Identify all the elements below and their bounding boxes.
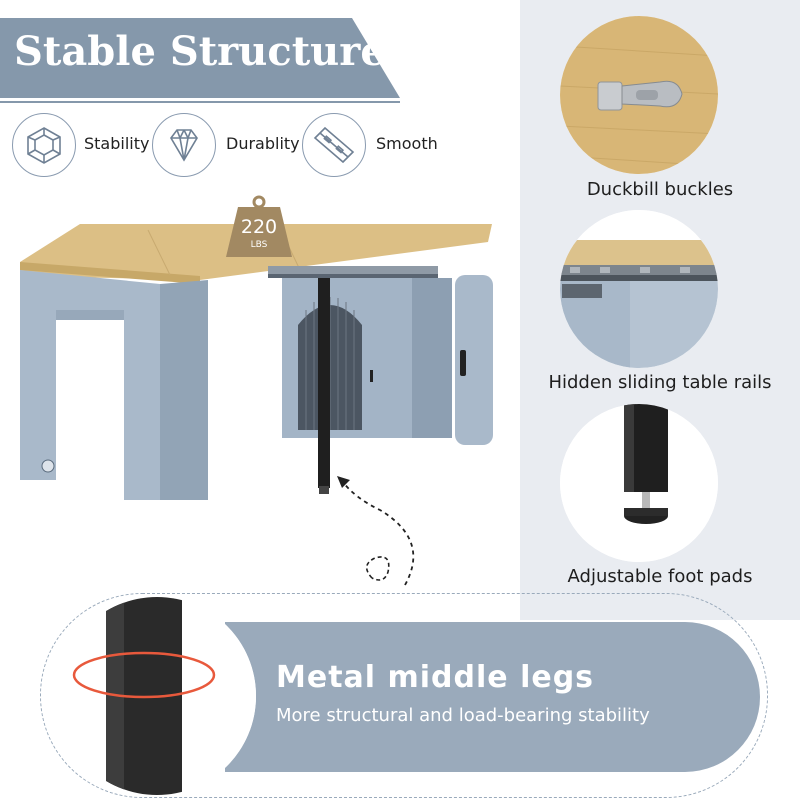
feature-label-durability: Durablity <box>226 134 300 153</box>
detail-caption-rails: Hidden sliding table rails <box>548 372 772 393</box>
detail-caption-foot-pads: Adjustable foot pads <box>567 566 753 587</box>
sliding-rails-image <box>560 210 718 368</box>
metal-leg-image <box>58 597 256 795</box>
banner-title: Metal middle legs <box>276 660 595 695</box>
page-title: Stable Structure <box>14 28 386 75</box>
banner-dashed-outline <box>40 593 768 798</box>
cube-icon <box>12 113 76 177</box>
foot-pad-image <box>560 404 718 562</box>
feature-label-smooth: Smooth <box>376 134 438 153</box>
slide-rail-icon <box>302 113 366 177</box>
title-underline <box>0 101 400 103</box>
bottom-banner <box>225 622 760 772</box>
weight-capacity-value: 220 <box>240 216 278 238</box>
detail-caption-buckle: Duckbill buckles <box>586 179 734 200</box>
weight-capacity-unit: LBS <box>250 240 268 250</box>
diamond-icon <box>152 113 216 177</box>
banner-subtitle: More structural and load-bearing stabili… <box>276 705 650 726</box>
title-banner <box>0 18 400 98</box>
duckbill-buckle-image <box>560 16 718 174</box>
weight-icon <box>226 195 292 257</box>
feature-label-stability: Stability <box>84 134 150 153</box>
